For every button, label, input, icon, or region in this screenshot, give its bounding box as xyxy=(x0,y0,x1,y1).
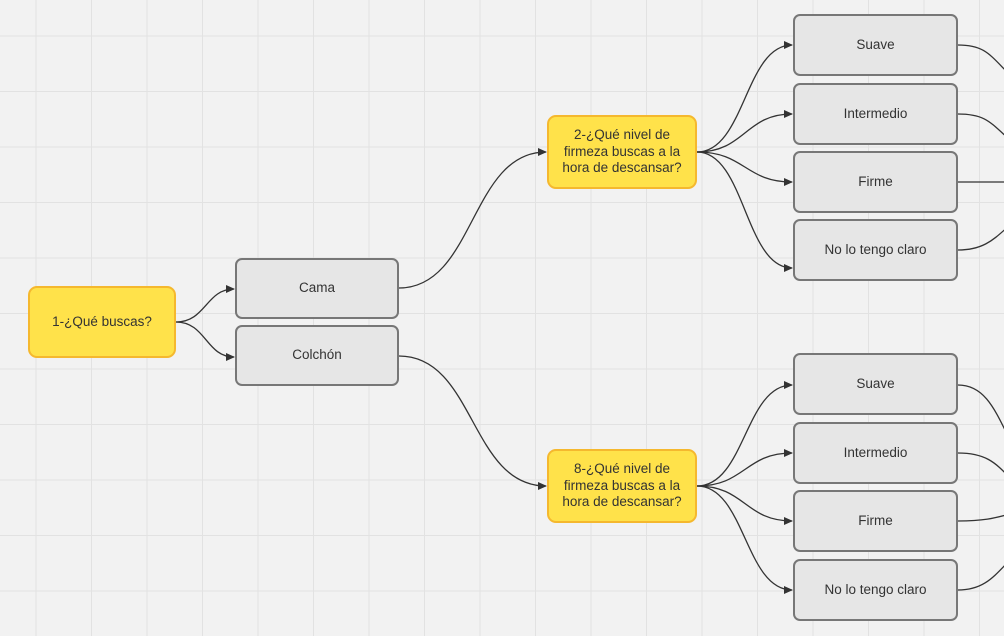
edge-out-q8-noclaro xyxy=(957,565,1004,591)
question-node-8[interactable]: 8-¿Qué nivel de firmeza buscas a la hora… xyxy=(547,449,697,523)
option-node-q8-intermedio[interactable]: Intermedio xyxy=(793,422,958,484)
edge-q8-intermedio xyxy=(696,449,793,487)
edge-q2-suave xyxy=(696,41,793,153)
edge-q2-intermedio xyxy=(696,110,793,153)
option-node-q8-firme[interactable]: Firme xyxy=(793,490,958,552)
option-node-q2-suave[interactable]: Suave xyxy=(793,14,958,76)
edge-q1-cama xyxy=(175,285,235,323)
option-node-q8-no-lo-tengo-claro[interactable]: No lo tengo claro xyxy=(793,559,958,621)
edge-q2-noclaro xyxy=(696,151,793,272)
edge-q8-noclaro xyxy=(696,485,793,594)
edge-out-q2-noclaro xyxy=(957,229,1004,251)
edge-q8-suave xyxy=(696,381,793,487)
edge-out-q2-intermedio xyxy=(957,113,1004,136)
edge-q8-firme xyxy=(696,485,793,525)
question-node-1[interactable]: 1-¿Qué buscas? xyxy=(28,286,176,358)
edge-colchon-q8 xyxy=(398,355,547,490)
edge-out-q8-intermedio xyxy=(957,452,1004,473)
option-node-q2-no-lo-tengo-claro[interactable]: No lo tengo claro xyxy=(793,219,958,281)
edge-q2-firme xyxy=(696,151,793,186)
option-node-q8-suave[interactable]: Suave xyxy=(793,353,958,415)
edge-out-q2-suave xyxy=(957,44,1004,70)
edge-cama-q2 xyxy=(398,148,547,289)
option-node-colchon[interactable]: Colchón xyxy=(235,325,399,386)
option-node-q2-intermedio[interactable]: Intermedio xyxy=(793,83,958,145)
question-node-2[interactable]: 2-¿Qué nivel de firmeza buscas a la hora… xyxy=(547,115,697,189)
edge-out-q8-firme xyxy=(957,514,1004,522)
edge-out-q8-suave xyxy=(957,384,1004,430)
edge-q1-colchon xyxy=(175,321,235,361)
option-node-q2-firme[interactable]: Firme xyxy=(793,151,958,213)
option-node-cama[interactable]: Cama xyxy=(235,258,399,319)
